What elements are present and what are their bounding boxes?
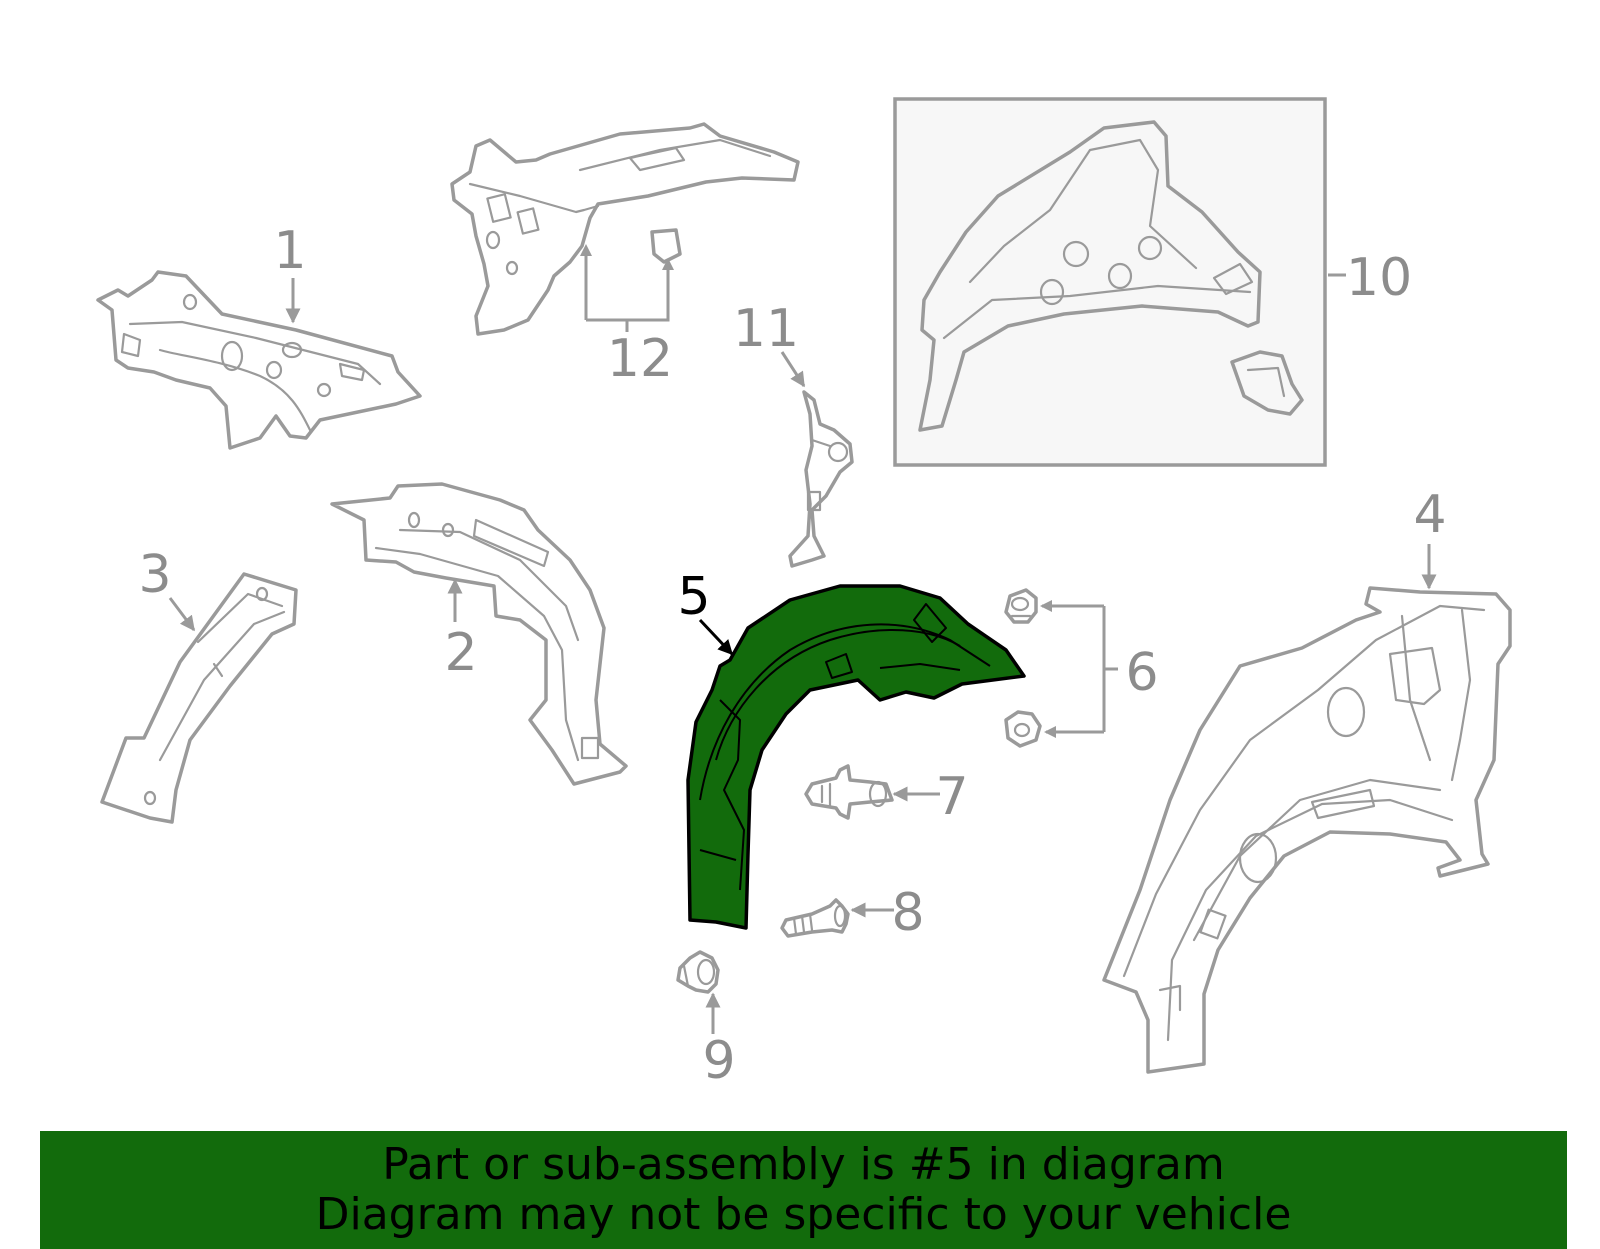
label-7: 7	[935, 767, 968, 827]
part-5-wheelhouse-liner	[686, 584, 1026, 930]
label-5: 5	[677, 567, 710, 627]
label-12: 12	[607, 329, 673, 389]
part-3-pillar	[100, 572, 298, 824]
label-1: 1	[273, 221, 306, 281]
part-4-quarter-panel	[1102, 586, 1512, 1074]
part-9-fastener	[676, 950, 720, 994]
leader-line-11	[780, 351, 806, 388]
banner-line-1: Part or sub-assembly is #5 in diagram	[382, 1139, 1225, 1190]
part-12-bracket	[450, 122, 800, 336]
leader-line-5	[698, 618, 734, 656]
info-banner: Part or sub-assembly is #5 in diagram Di…	[40, 1131, 1567, 1249]
label-11: 11	[733, 299, 799, 359]
part-7-clip	[804, 764, 894, 820]
label-8: 8	[891, 883, 924, 943]
part-1-panel	[96, 270, 422, 450]
label-9: 9	[702, 1031, 735, 1091]
leader-line-3	[168, 597, 196, 632]
label-4: 4	[1413, 485, 1446, 545]
part-2-rail	[330, 482, 628, 786]
label-3: 3	[138, 545, 171, 605]
leader-line-12	[584, 250, 670, 322]
label-2: 2	[444, 623, 477, 683]
banner-line-2: Diagram may not be specific to your vehi…	[315, 1189, 1292, 1240]
part-6-nuts	[1004, 588, 1042, 748]
part-8-bolt	[780, 898, 850, 938]
label-6: 6	[1125, 643, 1158, 703]
part-11-bracket	[788, 390, 854, 568]
label-10: 10	[1346, 248, 1412, 308]
part-10-wheelhouse-assembly	[918, 120, 1304, 432]
leader-line-6	[1042, 604, 1118, 734]
